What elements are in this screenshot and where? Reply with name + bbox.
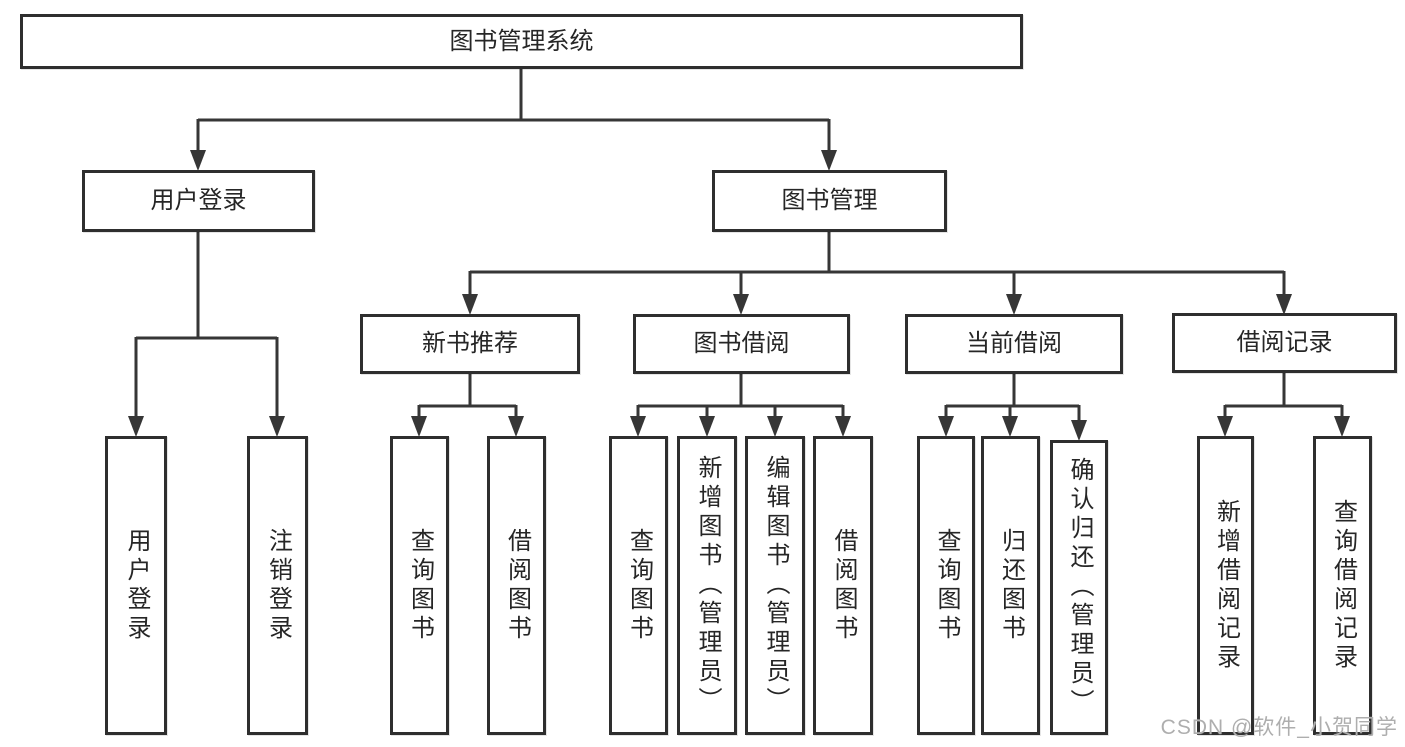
node-leaf-br-add: 新增借阅记录 [1197, 436, 1254, 735]
arrowhead-icon [128, 416, 144, 437]
arrowhead-icon [821, 150, 837, 171]
arrowhead-icon [411, 416, 427, 437]
arrowhead-icon [630, 416, 646, 437]
node-label-new-book-rec: 新书推荐 [422, 330, 518, 357]
node-leaf-cb-return: 归还图书 [981, 436, 1040, 735]
node-leaf-nbr-borrow: 借阅图书 [487, 436, 546, 735]
node-current-borrow: 当前借阅 [905, 314, 1123, 374]
arrowhead-icon [733, 294, 749, 315]
node-leaf-bb-borrow: 借阅图书 [813, 436, 873, 735]
node-label-root: 图书管理系统 [449, 27, 594, 55]
node-leaf-nbr-query: 查询图书 [390, 436, 449, 735]
node-root: 图书管理系统 [20, 14, 1023, 69]
node-new-book-rec: 新书推荐 [360, 314, 580, 374]
arrowhead-icon [1071, 420, 1087, 441]
node-leaf-cb-confirm: 确认归还（管理员） [1050, 440, 1108, 735]
arrowhead-icon [938, 416, 954, 437]
node-label-leaf-br-query: 查询借阅记录 [1329, 498, 1357, 673]
node-leaf-user-login: 用户登录 [105, 436, 167, 735]
node-label-leaf-br-add: 新增借阅记录 [1212, 498, 1240, 673]
node-label-leaf-logout: 注销登录 [264, 527, 292, 644]
node-leaf-br-query: 查询借阅记录 [1313, 436, 1372, 735]
node-label-leaf-bb-add: 新增图书（管理员） [694, 455, 721, 716]
arrowhead-icon [269, 416, 285, 437]
arrowhead-icon [1276, 294, 1292, 315]
node-label-book-mgmt: 图书管理 [781, 187, 878, 214]
node-label-leaf-cb-query: 查询图书 [933, 527, 960, 644]
node-label-leaf-nbr-query: 查询图书 [406, 527, 434, 644]
node-label-leaf-bb-edit: 编辑图书（管理员） [762, 455, 789, 716]
node-label-leaf-cb-confirm: 确认归还（管理员） [1066, 457, 1093, 718]
node-leaf-bb-add: 新增图书（管理员） [677, 436, 737, 735]
node-label-user-login: 用户登录 [150, 187, 247, 214]
arrowhead-icon [1006, 294, 1022, 315]
node-book-borrow: 图书借阅 [633, 314, 850, 374]
node-leaf-bb-query: 查询图书 [609, 436, 668, 735]
node-label-leaf-bb-borrow: 借阅图书 [830, 527, 857, 644]
arrowhead-icon [1217, 416, 1233, 437]
node-label-current-borrow: 当前借阅 [966, 330, 1062, 357]
node-book-mgmt: 图书管理 [712, 170, 947, 232]
node-leaf-logout: 注销登录 [247, 436, 308, 735]
arrowhead-icon [462, 294, 478, 315]
node-borrow-record: 借阅记录 [1172, 313, 1397, 373]
node-label-leaf-bb-query: 查询图书 [625, 527, 653, 644]
node-label-leaf-cb-return: 归还图书 [997, 527, 1025, 644]
arrowhead-icon [508, 416, 524, 437]
arrowhead-icon [1334, 416, 1350, 437]
arrowhead-icon [835, 416, 851, 437]
arrowhead-icon [1002, 416, 1018, 437]
node-user-login: 用户登录 [82, 170, 315, 232]
node-leaf-bb-edit: 编辑图书（管理员） [745, 436, 805, 735]
node-label-leaf-nbr-borrow: 借阅图书 [503, 527, 531, 644]
arrowhead-icon [190, 150, 206, 171]
node-label-leaf-user-login: 用户登录 [123, 527, 150, 644]
node-label-book-borrow: 图书借阅 [693, 330, 790, 357]
node-leaf-cb-query: 查询图书 [917, 436, 975, 735]
arrowhead-icon [699, 416, 715, 437]
node-label-borrow-record: 借阅记录 [1236, 329, 1333, 356]
watermark-text: CSDN @软件_小贺同学 [1160, 716, 1398, 739]
arrowhead-icon [767, 416, 783, 437]
